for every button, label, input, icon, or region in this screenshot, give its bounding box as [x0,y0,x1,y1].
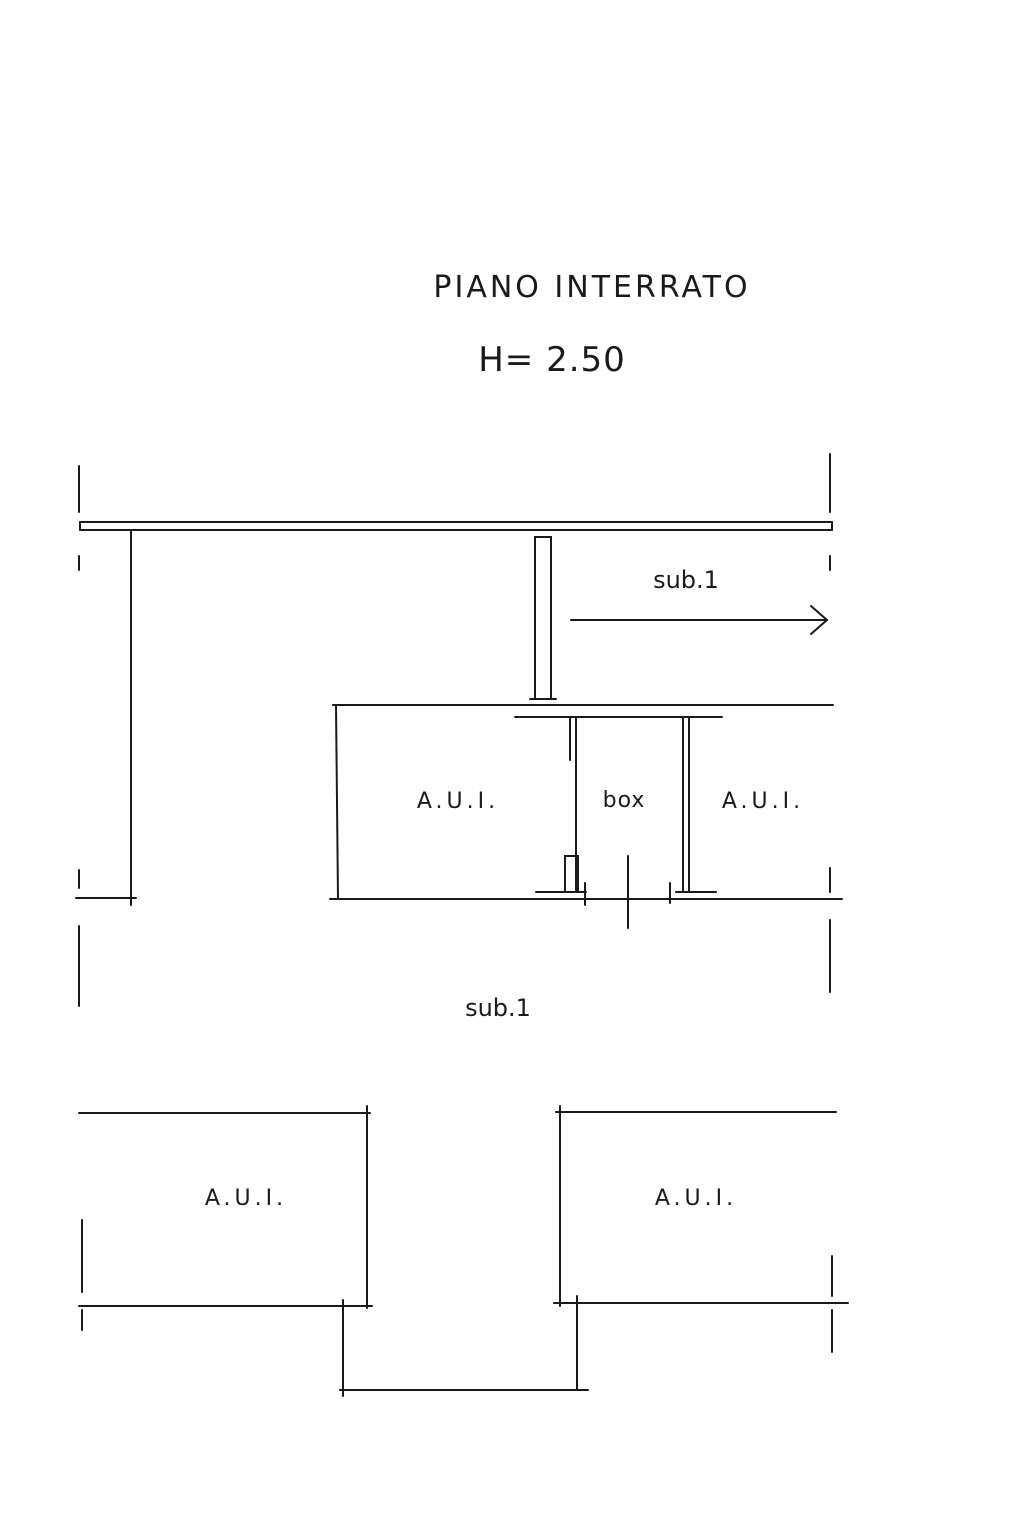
sub-label-center: sub.1 [465,994,531,1022]
top-wall [79,521,833,531]
boundary-dash-marks [78,453,833,1353]
access-arrow [570,605,829,635]
room-label-aui-upper-left: A.U.I. [416,789,500,814]
room-label-aui-upper-right: A.U.I. [721,789,805,814]
sub-label-arrow: sub.1 [653,566,719,594]
ramp-recess [339,1295,589,1397]
ceiling-height-note: H= 2.50 [478,340,626,380]
central-pillar [529,536,557,700]
lower-right-room [553,1105,849,1307]
room-label-box: box [602,788,646,813]
lower-left-room [78,1105,373,1309]
left-wall [75,529,137,906]
room-label-aui-lower-left: A.U.I. [204,1186,288,1211]
room-label-aui-lower-right: A.U.I. [654,1186,738,1211]
plan-title: PIANO INTERRATO [433,270,751,305]
upper-rooms-block [329,704,843,929]
